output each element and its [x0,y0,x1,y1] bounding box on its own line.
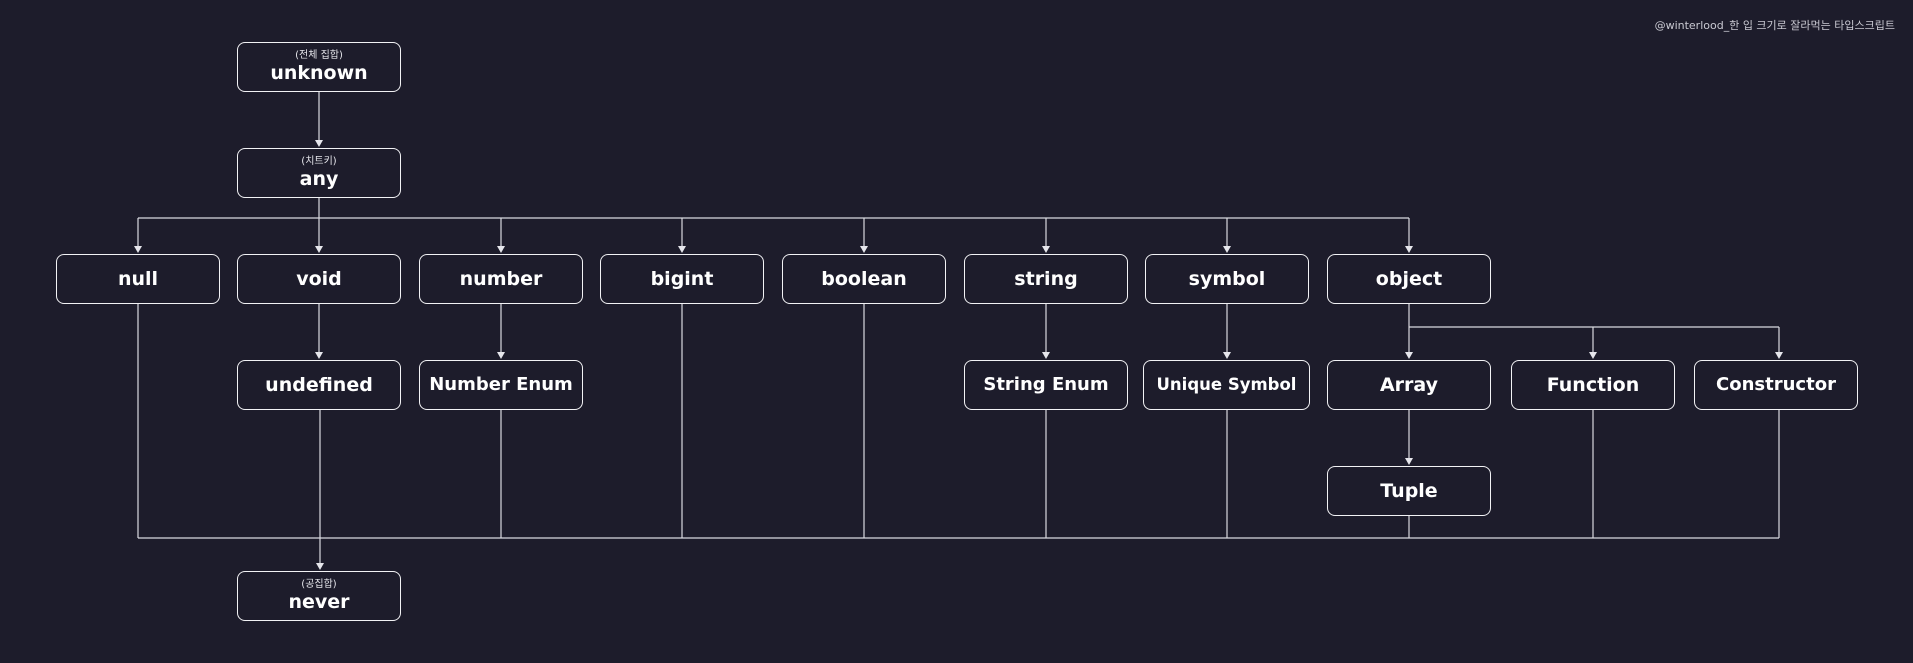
node-any-sub: (치트키) [301,156,337,167]
node-string-label: string [1014,268,1078,290]
node-boolean: boolean [782,254,946,304]
node-any-label: any [299,168,339,190]
arrow-unknown-any [315,140,323,147]
node-number: number [419,254,583,304]
credit-text: @winterlood_한 입 크기로 잘라먹는 타입스크립트 [1654,19,1895,32]
node-undefined-label: undefined [265,374,373,396]
node-undefined: undefined [237,360,401,410]
node-constructor-label: Constructor [1716,374,1836,395]
node-unique-symbol-label: Unique Symbol [1156,375,1297,394]
node-string: string [964,254,1128,304]
node-never: (공집합) never [237,571,401,621]
node-array: Array [1327,360,1491,410]
node-number-label: number [459,268,543,290]
node-number-enum: Number Enum [419,360,583,410]
node-object: object [1327,254,1491,304]
node-bigint: bigint [600,254,764,304]
node-string-enum-label: String Enum [983,374,1109,395]
node-function-label: Function [1546,374,1640,396]
node-any: (치트키) any [237,148,401,198]
node-unknown: (전체 집합) unknown [237,42,401,92]
node-constructor: Constructor [1694,360,1858,410]
node-bigint-label: bigint [650,268,714,290]
node-unknown-sub: (전체 집합) [295,50,343,61]
node-unknown-label: unknown [270,62,368,84]
node-never-sub: (공집합) [301,579,337,590]
node-string-enum: String Enum [964,360,1128,410]
node-number-enum-label: Number Enum [429,374,573,395]
node-null: null [56,254,220,304]
node-function: Function [1511,360,1675,410]
node-boolean-label: boolean [821,268,907,290]
node-tuple-label: Tuple [1380,480,1438,502]
node-array-label: Array [1379,374,1439,396]
node-symbol: symbol [1145,254,1309,304]
node-unique-symbol: Unique Symbol [1143,360,1310,410]
node-never-label: never [288,591,350,613]
node-symbol-label: symbol [1188,268,1266,290]
node-object-label: object [1375,268,1443,290]
node-void: void [237,254,401,304]
node-null-label: null [117,268,159,290]
node-void-label: void [296,268,342,290]
node-tuple: Tuple [1327,466,1491,516]
